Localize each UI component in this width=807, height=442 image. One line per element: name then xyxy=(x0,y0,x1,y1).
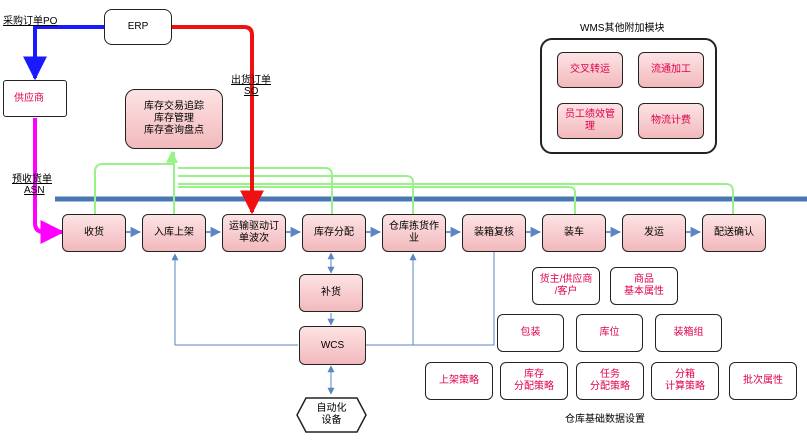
supplier-box: 供应商 xyxy=(3,80,67,117)
base-data-title: 仓库基础数据设置 xyxy=(565,414,645,425)
base-data-carton-group: 装箱组 xyxy=(655,314,722,352)
base-data-location: 库位 xyxy=(576,314,643,352)
wms-module-cross-docking: 交叉转运 xyxy=(557,52,623,88)
inventory-management-box: 库存交易追踪 库存管理 库存查询盘点 xyxy=(125,89,223,149)
base-data-batch-attributes: 批次属性 xyxy=(729,362,797,400)
process-step-picking: 仓库拣货作 业 xyxy=(382,214,446,252)
process-step-pack-check: 装箱复核 xyxy=(462,214,526,252)
base-data-task-allocation-strategy: 任务 分配策略 xyxy=(576,362,644,400)
base-data-owner-supplier-customer: 货主/供应商 /客户 xyxy=(532,267,600,305)
asn-label-line1: 预收货单 xyxy=(12,174,52,185)
wms-modules-panel xyxy=(540,38,717,154)
process-step-inventory-allocation: 库存分配 xyxy=(302,214,366,252)
so-label-line2: SO xyxy=(244,86,259,97)
base-data-packaging: 包装 xyxy=(497,314,564,352)
process-step-shipping: 发运 xyxy=(622,214,686,252)
wms-modules-title: WMS其他附加模块 xyxy=(580,23,665,34)
auto-equipment-shape xyxy=(296,397,367,433)
so-label-line1: 出货订单 xyxy=(231,75,271,86)
process-step-putaway: 入库上架 xyxy=(142,214,206,252)
wms-module-staff-performance: 员工绩效管 理 xyxy=(557,103,623,139)
process-step-transport-wave: 运输驱动订 单波次 xyxy=(222,214,286,252)
purchase-order-label: 采购订单PO xyxy=(3,16,58,27)
replenish-box: 补货 xyxy=(299,274,363,312)
so-flow-arrow xyxy=(172,25,264,215)
po-flow-arrow xyxy=(23,25,105,81)
process-step-delivery-confirm: 配送确认 xyxy=(702,214,766,252)
green-feedback-arrows xyxy=(94,150,734,214)
auto-equipment-label: 自动化 设备 xyxy=(316,403,347,426)
base-data-carton-calc-strategy: 分箱 计算策略 xyxy=(651,362,719,400)
base-data-putaway-strategy: 上架策略 xyxy=(425,362,493,400)
wms-module-value-added-processing: 流通加工 xyxy=(638,52,704,88)
erp-box: ERP xyxy=(104,9,172,45)
process-step-receiving: 收货 xyxy=(62,214,126,252)
wcs-box: WCS xyxy=(299,326,366,365)
process-step-loading: 装车 xyxy=(542,214,606,252)
wms-module-logistics-billing: 物流计费 xyxy=(638,103,704,139)
base-data-product-attributes: 商品 基本属性 xyxy=(610,267,678,305)
base-data-inventory-allocation-strategy: 库存 分配策略 xyxy=(500,362,568,400)
asn-label-line2: ASN xyxy=(24,185,45,196)
asn-flow-arrow xyxy=(33,118,65,244)
wcs-connectors xyxy=(171,252,495,395)
